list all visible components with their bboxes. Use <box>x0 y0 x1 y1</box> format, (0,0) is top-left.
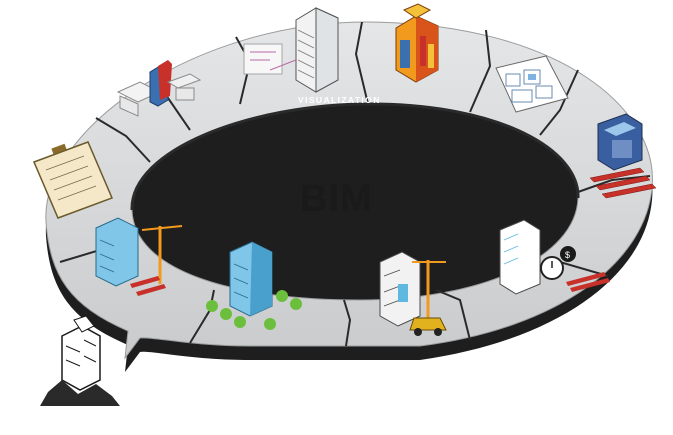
construction-crane-icon <box>379 251 447 336</box>
conceptual-massing-icon <box>116 60 202 117</box>
center-title: BIM <box>300 178 373 220</box>
finished-building-trees-icon <box>206 241 302 330</box>
ring-label: VISUALIZATION <box>298 95 381 105</box>
tower-crane-icon <box>95 217 183 296</box>
prefab-machine-icon <box>589 113 657 199</box>
ring-inner-edge <box>130 102 580 211</box>
svg-text:$: $ <box>565 250 570 260</box>
demolished-building-icon <box>40 315 120 406</box>
clipboard-checklist-icon <box>32 141 114 219</box>
stopwatch-money-icon: $ <box>499 219 610 295</box>
building-wireframe-icon <box>243 7 339 93</box>
colored-building-analysis-icon <box>395 3 439 83</box>
floor-plan-icon <box>495 55 569 113</box>
